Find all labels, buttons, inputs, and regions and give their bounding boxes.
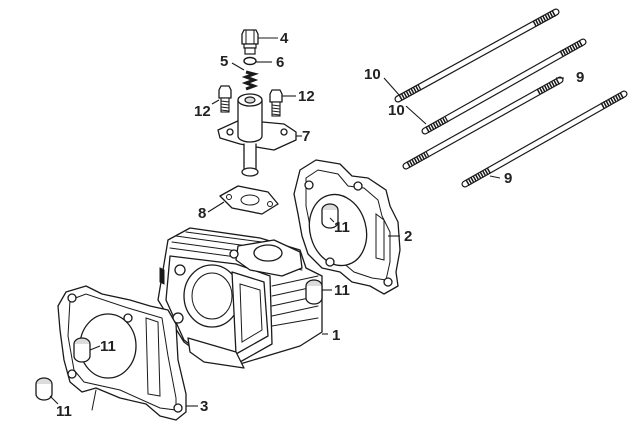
callout-11-b: 11 xyxy=(334,282,350,299)
leader-lines xyxy=(49,37,564,407)
dowel-pin-d xyxy=(35,377,53,401)
callout-12-left: 12 xyxy=(194,103,211,120)
callout-11-a: 11 xyxy=(334,219,350,236)
callout-8: 8 xyxy=(198,205,206,222)
stud-9-lower xyxy=(461,90,628,188)
tensioner-bolt-left xyxy=(218,85,232,113)
callout-5: 5 xyxy=(220,53,228,70)
cam-chain-tensioner xyxy=(217,93,297,177)
dowel-pin-b xyxy=(305,279,323,305)
o-ring xyxy=(243,56,257,66)
tensioner-bolt-right xyxy=(269,89,283,117)
callout-10-upper: 10 xyxy=(364,66,381,83)
callout-11-c: 11 xyxy=(100,338,116,355)
callout-12-right: 12 xyxy=(298,88,315,105)
callout-10-lower: 10 xyxy=(388,102,405,119)
tensioner-spring xyxy=(241,70,260,91)
callout-9-lower: 9 xyxy=(504,170,512,187)
callout-2: 2 xyxy=(404,228,412,245)
callout-labels: 1 2 3 4 5 6 7 8 9 9 10 10 11 11 11 11 12… xyxy=(56,30,584,420)
tensioner-gasket xyxy=(219,185,279,215)
dowel-pin-a xyxy=(321,203,339,229)
callout-1: 1 xyxy=(332,327,340,344)
cylinder-block xyxy=(157,227,323,369)
callout-7: 7 xyxy=(302,128,310,145)
tensioner-cap-bolt xyxy=(241,29,259,55)
stud-10-lower xyxy=(421,38,587,135)
callout-4: 4 xyxy=(280,30,289,47)
callout-6: 6 xyxy=(276,54,284,71)
dowel-pin-c xyxy=(73,337,91,363)
stud-9-upper xyxy=(402,76,564,170)
callout-11-d: 11 xyxy=(56,403,72,420)
callout-9-upper: 9 xyxy=(576,69,584,86)
callout-3: 3 xyxy=(200,398,208,415)
stud-10-upper xyxy=(394,8,560,103)
cylinder-base-gasket xyxy=(57,285,187,421)
